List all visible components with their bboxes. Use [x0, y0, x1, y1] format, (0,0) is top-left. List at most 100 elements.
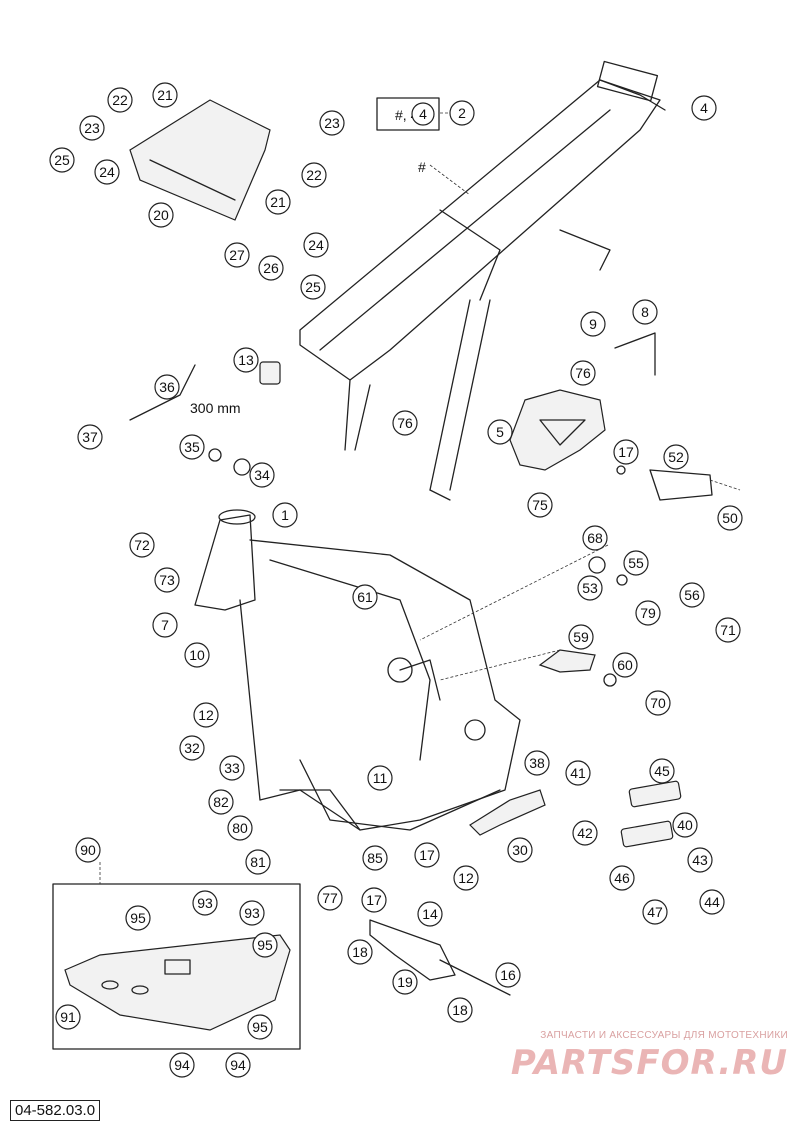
callout-53: 53: [577, 575, 603, 601]
svg-text:4: 4: [700, 100, 708, 116]
side-panel: [129, 99, 271, 221]
callout-41: 41: [565, 760, 591, 786]
callout-38: 38: [524, 750, 550, 776]
footpeg-right: [628, 780, 682, 808]
callout-82: 82: [208, 789, 234, 815]
callout-95c: 95: [247, 1014, 273, 1040]
callout-13: 13: [233, 347, 259, 373]
callout-85: 85: [362, 845, 388, 871]
callout-79: 79: [635, 600, 661, 626]
svg-text:12: 12: [458, 870, 474, 886]
callout-20: 20: [148, 202, 174, 228]
callout-25b: 25: [300, 274, 326, 300]
svg-text:94: 94: [174, 1057, 190, 1073]
callout-55: 55: [623, 550, 649, 576]
hose-length-label: 300 mm: [190, 400, 241, 416]
leader-lines: [99, 112, 741, 884]
svg-text:93: 93: [244, 905, 260, 921]
svg-text:23: 23: [84, 120, 100, 136]
svg-text:26: 26: [263, 260, 279, 276]
svg-text:22: 22: [112, 92, 128, 108]
svg-text:52: 52: [668, 449, 684, 465]
callout-33: 33: [219, 755, 245, 781]
chain-guide: [538, 649, 596, 673]
callout-93b: 93: [239, 900, 265, 926]
callout-94a: 94: [169, 1052, 195, 1078]
callout-8: 8: [632, 299, 658, 325]
svg-text:95: 95: [257, 937, 273, 953]
svg-text:8: 8: [641, 304, 649, 320]
svg-text:53: 53: [582, 580, 598, 596]
svg-text:24: 24: [308, 237, 324, 253]
svg-text:76: 76: [575, 365, 591, 381]
callout-46: 46: [609, 865, 635, 891]
callout-77: 77: [317, 885, 343, 911]
callout-7: 7: [152, 612, 178, 638]
svg-text:22: 22: [306, 167, 322, 183]
callout-35: 35: [179, 434, 205, 460]
callout-95b: 95: [252, 932, 278, 958]
svg-text:75: 75: [532, 497, 548, 513]
svg-text:16: 16: [500, 967, 516, 983]
callout-80: 80: [227, 815, 253, 841]
svg-text:20: 20: [153, 207, 169, 223]
callout-42: 42: [572, 820, 598, 846]
callout-26: 26: [258, 255, 284, 281]
callout-25a: 25: [49, 147, 75, 173]
watermark-logo: PARTSFOR.RU: [510, 1043, 788, 1083]
callout-17c: 17: [361, 887, 387, 913]
svg-text:41: 41: [570, 765, 586, 781]
svg-text:9: 9: [589, 316, 597, 332]
svg-text:35: 35: [184, 439, 200, 455]
svg-text:79: 79: [640, 605, 656, 621]
svg-text:73: 73: [159, 572, 175, 588]
svg-text:1: 1: [281, 507, 289, 523]
callout-21a: 21: [152, 82, 178, 108]
callout-14: 14: [417, 901, 443, 927]
callout-60: 60: [612, 652, 638, 678]
svg-text:11: 11: [373, 770, 388, 786]
callout-36: 36: [154, 374, 180, 400]
main-frame: [194, 509, 521, 831]
callout-24b: 24: [303, 232, 329, 258]
svg-text:82: 82: [213, 794, 229, 810]
svg-text:13: 13: [238, 352, 254, 368]
svg-text:76: 76: [397, 415, 413, 431]
callout-76b: 76: [392, 410, 418, 436]
callout-95a: 95: [125, 905, 151, 931]
svg-text:23: 23: [324, 115, 340, 131]
svg-text:46: 46: [614, 870, 630, 886]
svg-text:55: 55: [628, 555, 644, 571]
svg-text:72: 72: [134, 537, 150, 553]
callout-34: 34: [249, 462, 275, 488]
svg-text:32: 32: [184, 740, 200, 756]
svg-text:61: 61: [357, 589, 373, 605]
svg-text:17: 17: [419, 847, 435, 863]
svg-text:33: 33: [224, 760, 240, 776]
svg-text:59: 59: [573, 629, 589, 645]
svg-text:10: 10: [189, 647, 205, 663]
small-parts: [208, 332, 713, 687]
svg-text:40: 40: [677, 817, 693, 833]
callout-75: 75: [527, 492, 553, 518]
callout-72: 72: [129, 532, 155, 558]
callout-40: 40: [672, 812, 698, 838]
callout-32: 32: [179, 735, 205, 761]
footpeg-left: [620, 820, 674, 848]
callout-94b: 94: [225, 1052, 251, 1078]
svg-text:43: 43: [692, 852, 708, 868]
callout-59: 59: [568, 624, 594, 650]
callout-91: 91: [55, 1004, 81, 1030]
svg-text:25: 25: [54, 152, 70, 168]
svg-text:25: 25: [305, 279, 321, 295]
svg-text:34: 34: [254, 467, 270, 483]
callout-18b: 18: [447, 997, 473, 1023]
svg-text:80: 80: [232, 820, 248, 836]
callout-71: 71: [715, 617, 741, 643]
brake-pedal: [469, 789, 546, 836]
callout-73: 73: [154, 567, 180, 593]
callout-24a: 24: [94, 159, 120, 185]
callout-68: 68: [582, 525, 608, 551]
svg-text:12: 12: [198, 707, 214, 723]
svg-text:93: 93: [197, 895, 213, 911]
